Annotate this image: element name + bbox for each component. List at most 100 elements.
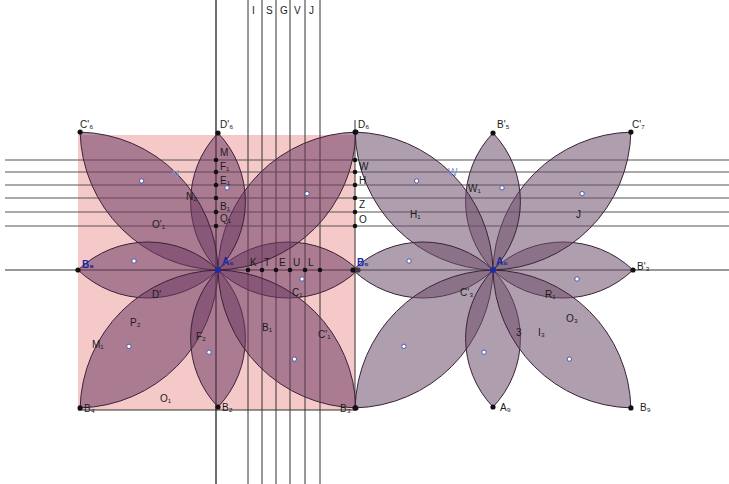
point-label: 3: [516, 328, 522, 338]
intersection-point: [353, 183, 358, 188]
arc-point: [567, 357, 571, 361]
point-label: B₂: [222, 403, 233, 413]
point-label: Q₁: [220, 214, 231, 224]
point-label: Z: [359, 200, 365, 210]
arc-point: [207, 350, 211, 354]
vertical-line: [305, 0, 306, 484]
point-label: P₂: [130, 318, 141, 328]
point-label: C'₇: [632, 120, 645, 130]
point-label: W: [448, 168, 457, 178]
point-label: F₁: [220, 162, 229, 172]
intersection-point: [214, 224, 219, 229]
point-label: F₂: [196, 332, 206, 342]
tip-point: [630, 267, 635, 272]
point-label: D': [152, 290, 161, 300]
intersection-point: [246, 268, 251, 273]
tip-point: [78, 130, 83, 135]
point-label: O₃: [566, 314, 578, 324]
point-label: V: [294, 6, 301, 16]
intersection-point: [214, 158, 219, 163]
intersection-point: [353, 210, 358, 215]
tip-point: [628, 405, 633, 410]
intersection-point: [303, 268, 308, 273]
point-label: D₆: [358, 120, 369, 130]
intersection-point: [214, 170, 219, 175]
square-edge: [78, 410, 355, 411]
point-label: O₁: [160, 394, 171, 404]
tip-point: [215, 130, 220, 135]
intersection-point: [214, 183, 219, 188]
lens-petal: [353, 242, 493, 298]
point-label: B₈: [82, 260, 94, 270]
point-label: B₃: [340, 404, 351, 414]
vertical-line: [320, 0, 321, 484]
grid-lines: [5, 0, 729, 484]
point-label: C'₃: [460, 288, 473, 298]
arc-point: [500, 186, 504, 190]
arc-point: [580, 191, 584, 195]
left-flower: [75, 130, 360, 411]
point-label: O'₁: [152, 220, 165, 230]
intersection-point: [318, 268, 323, 273]
tip-point: [75, 267, 80, 272]
point-label: B₄: [84, 404, 95, 414]
tip-point: [490, 404, 495, 409]
point-label: N₂: [186, 192, 197, 202]
point-label: I₃: [538, 328, 545, 338]
tip-point: [490, 130, 495, 135]
point-label: M₁: [92, 340, 104, 350]
arc-point: [300, 277, 304, 281]
intersection-point: [353, 224, 358, 229]
point-label: U: [293, 258, 300, 268]
point-label: G: [280, 6, 288, 16]
square-edge: [355, 120, 356, 410]
arc-point: [402, 344, 406, 348]
point-label: B₁: [220, 202, 230, 212]
tip-point: [350, 267, 355, 272]
right-flower: [350, 130, 635, 411]
tip-point: [215, 404, 220, 409]
lens-petal: [80, 270, 218, 408]
intersection-point: [214, 196, 219, 201]
arc-point: [575, 277, 579, 281]
point-label: C'₁: [318, 330, 331, 340]
point-label: D'₆: [220, 120, 233, 130]
point-label: B₁: [262, 323, 272, 333]
point-label: M: [220, 148, 228, 158]
point-label: W₁: [468, 184, 481, 194]
point-label: B₉: [640, 403, 651, 413]
intersection-point: [260, 268, 265, 273]
intersection-point: [353, 170, 358, 175]
lens-petal: [218, 270, 356, 408]
arc-point: [305, 191, 309, 195]
arc-point: [139, 179, 143, 183]
point-label: A₆: [222, 257, 234, 267]
point-label: B'₅: [497, 120, 510, 130]
tip-point: [353, 405, 358, 410]
point-label: J: [576, 210, 581, 220]
point-label: J: [309, 6, 314, 16]
point-label: E: [279, 258, 286, 268]
intersection-point: [288, 268, 293, 273]
tip-point: [628, 130, 633, 135]
point-label: B'₃: [637, 262, 650, 272]
point-label: W: [359, 162, 368, 172]
arc-point: [414, 179, 418, 183]
tip-point: [353, 130, 358, 135]
center-point: [490, 267, 496, 273]
point-label: B₅: [357, 258, 369, 268]
point-label: O: [359, 215, 367, 225]
arc-point: [407, 259, 411, 263]
intersection-point: [353, 158, 358, 163]
point-label: H₁: [410, 210, 421, 220]
point-label: L: [308, 258, 314, 268]
point-label: E₁: [220, 176, 230, 186]
center-point: [215, 267, 221, 273]
point-label: A₅: [496, 257, 508, 267]
arc-point: [482, 350, 486, 354]
point-label: C'₆: [80, 120, 93, 130]
arc-point: [225, 186, 229, 190]
